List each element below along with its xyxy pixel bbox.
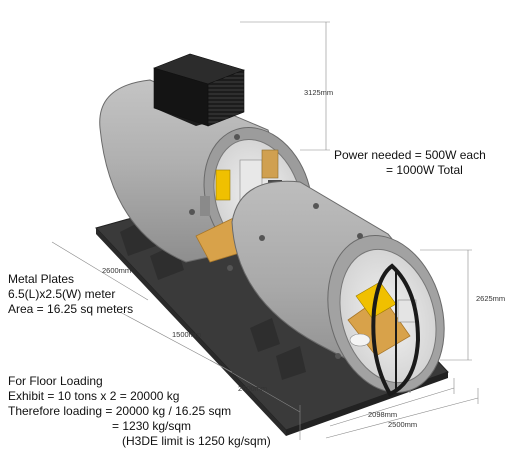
plates-line-2: 6.5(L)x2.5(W) meter: [8, 287, 116, 301]
dimension-lines: [51, 21, 479, 440]
ac-unit: [153, 53, 245, 127]
power-note: Power needed = 500W each = 1000W Total: [334, 148, 486, 178]
dim-width-inner: 2098mm: [368, 410, 398, 419]
dim-height-tube: 2625mm: [476, 294, 506, 303]
dim-width-outer: 2500mm: [388, 420, 418, 429]
loading-line-3: Therefore loading = 20000 kg / 16.25 sqm: [8, 404, 232, 418]
power-line-2: = 1000W Total: [386, 163, 463, 177]
dim-length-b: 2600mm: [238, 384, 268, 393]
dim-gap: 1500mm: [172, 330, 202, 339]
floor-loading-note: For Floor Loading Exhibit = 10 tons x 2 …: [8, 374, 271, 449]
front-pipe-unit: [231, 180, 445, 397]
metal-plates-note: Metal Plates 6.5(L)x2.5(W) meter Area = …: [8, 272, 133, 317]
dim-height-total: 3125mm: [304, 88, 334, 97]
loading-line-4: = 1230 kg/sqm: [112, 419, 192, 433]
loading-line-2: Exhibit = 10 tons x 2 = 20000 kg: [8, 389, 180, 403]
dim-length-a: 2600mm: [102, 266, 132, 275]
plates-line-3: Area = 16.25 sq meters: [8, 302, 134, 316]
loading-line-5: (H3DE limit is 1250 kg/sqm): [122, 434, 271, 448]
power-line-1: Power needed = 500W each: [334, 148, 486, 162]
base-plate-edge: [96, 228, 286, 436]
loading-line-1: For Floor Loading: [8, 374, 103, 388]
plates-line-1: Metal Plates: [8, 272, 75, 286]
